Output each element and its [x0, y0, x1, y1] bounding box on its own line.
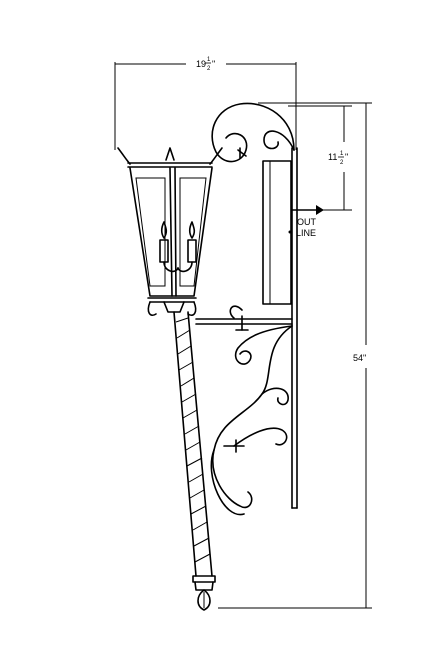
outlet-label-line2: LINE — [296, 228, 316, 238]
bottom-finial-icon — [197, 589, 211, 611]
bottom-finial — [192, 575, 216, 611]
outlet-height-frac-den: 2 — [340, 160, 344, 166]
outlet-height-dimension: 11 1 2 " — [288, 105, 352, 211]
support-arm — [195, 305, 293, 331]
width-value: 19 — [196, 59, 206, 69]
candle-left-icon — [159, 239, 169, 263]
top-scroll — [211, 102, 295, 163]
finial-icon — [165, 147, 175, 161]
width-unit: " — [212, 59, 215, 69]
outlet-box: OUT LINE — [262, 160, 324, 305]
outlet-height-frac-num: 1 — [340, 151, 344, 157]
outlet-label-line1: OUT — [297, 217, 317, 227]
twisted-pole — [173, 311, 213, 577]
width-frac-num: 1 — [207, 57, 211, 63]
outlet-height-unit: " — [345, 152, 348, 162]
width-frac-den: 2 — [207, 66, 211, 72]
total-height-dimension: 54" — [218, 102, 372, 609]
candle-right-icon — [187, 239, 197, 263]
width-dimension: 19 1 2 " — [114, 57, 297, 150]
lantern — [117, 147, 223, 317]
outlet-height-value: 11 — [328, 152, 337, 162]
outlet-arrow-icon — [316, 205, 324, 215]
backplate — [291, 147, 298, 509]
lower-scroll — [210, 325, 293, 516]
total-height-value: 54" — [353, 353, 366, 363]
